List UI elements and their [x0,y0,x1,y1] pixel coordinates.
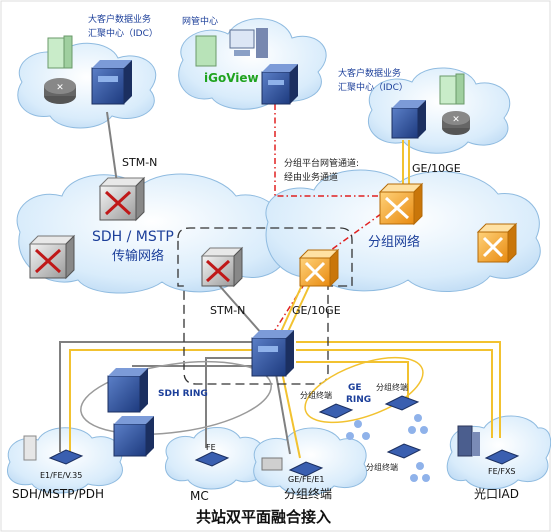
idc-left-server-icon [47,35,73,69]
mc-device-icon [194,451,230,467]
nms-workstation-icon [195,28,268,67]
link-ge-mid-2 [285,279,313,337]
iad-device-icon [484,449,520,465]
link-core-bottom-terminal [281,371,301,459]
ge-terminal-1-icon [318,403,354,419]
link-core-sdh-access-2 [69,349,252,452]
nms-device-icon [261,64,298,105]
idc-left-device-icon [91,60,132,105]
idc-right-label-1: 大客户数据业务 [338,67,401,79]
e1-fe-v35-label: E1/FE/V.35 [40,471,82,480]
packet-terminal-label-2: 分组终端 [376,382,408,392]
packet-router-top-icon [378,182,424,226]
link-core-terminal [296,361,409,398]
link-stm-n-top [106,111,119,191]
svg-text:✕: ✕ [452,115,460,125]
idc-right-cloud [367,67,511,154]
ge-ring-ellipse [304,356,424,424]
packet-router-mid-icon [298,248,340,288]
co-site-dashed-region [177,227,353,385]
ge-ring-label-1: GE [348,383,362,393]
link-core-iad-2 [296,349,493,438]
idc-right-server-icon [439,73,465,105]
optical-iad-label: 光口IAD [474,487,519,501]
stm-n-mid-label: STM-N [210,304,245,317]
nms-channel-label-1: 分组平台网管通道: [284,157,359,169]
sdh-node-mid-icon [200,246,244,288]
link-core-sdh-access-1 [59,341,252,452]
nms-channel-label-2: 经由业务通道 [284,171,338,183]
link-core-mc [205,357,252,448]
wireless-towers-icon [346,414,430,482]
packet-router-right-icon [476,222,518,264]
ge-terminal-3-icon [386,443,422,459]
ge-10ge-top-label: GE/10GE [412,162,461,175]
ge-ring-label-2: RING [346,395,371,405]
sdh-node-top-icon [98,176,146,222]
svg-text:✕: ✕ [56,83,64,93]
stm-n-top-label: STM-N [122,156,157,169]
idc-left-label-2: 汇聚中心（IDC） [88,27,158,39]
sdh-mstp-subtitle: 传输网络 [112,248,164,264]
idc-left-cloud [17,42,157,129]
link-core-iad-1 [296,341,501,438]
core-device-icon [251,330,294,377]
sdh-ring-device-bottom-icon [113,416,154,457]
iad-server-icon [457,425,480,457]
packet-terminal-label-1: 分组终端 [300,390,332,400]
idc-right-router-icon: ✕ [442,111,470,135]
fe-small-label: FE [206,443,216,452]
sdh-mstp-pdh-label: SDH/MSTP/PDH [12,487,104,501]
ge-terminal-2-icon [384,395,420,411]
packet-network-title: 分组网络 [368,234,420,250]
sdh-node-left-icon [28,234,76,280]
ge-fe-e1-label: GE/FE/E1 [288,475,324,484]
fe-fxs-label: FE/FXS [488,467,516,476]
mc-label: MC [190,489,209,503]
idc-right-label-2: 汇聚中心（IDC） [338,81,408,93]
sdh-ring-ellipse [80,361,272,435]
link-stm-n-mid [217,283,263,335]
nms-channel-dashline [274,104,392,197]
packet-terminal-label-3: 分组终端 [366,462,398,472]
igoview-label: iGoView [204,71,259,85]
sdh-ring-device-top-icon [107,368,148,413]
footer-title: 共站双平面融合接入 [196,508,331,526]
nms-center-label: 网管中心 [182,15,218,27]
ge-10ge-mid-label: GE/10GE [292,304,341,317]
idc-right-device-icon [391,100,426,139]
sdh-mstp-title: SDH / MSTP [92,229,174,245]
idc-left-label-1: 大客户数据业务 [88,13,151,25]
link-core-bottom-terminal-gray [275,373,291,455]
pdh-access-device-icon [23,435,84,465]
packet-terminal-bottom-label: 分组终端 [284,486,332,501]
packet-terminal-bottom-icon [261,457,324,477]
idc-left-router-icon: ✕ [44,78,76,104]
terminal-cloud [253,427,367,496]
sdh-ring-label: SDH RING [158,389,208,399]
